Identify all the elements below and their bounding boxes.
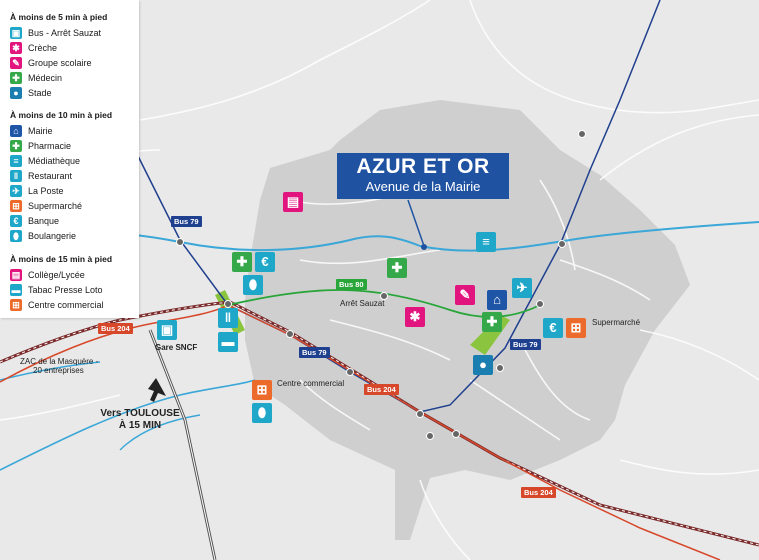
zac-label: ZAC de la Masquère - bbox=[20, 357, 99, 366]
legend-section-15min: À moins de 15 min à pied bbox=[10, 254, 113, 264]
residence-name: AZUR ET OR bbox=[356, 155, 490, 178]
legend-section-10min: À moins de 10 min à pied bbox=[10, 110, 113, 120]
bus-stop bbox=[558, 240, 566, 248]
bus-stop bbox=[286, 330, 294, 338]
bus-icon: ▣ bbox=[10, 27, 22, 39]
bus-stop bbox=[380, 292, 388, 300]
cutlery-icon: ǁ bbox=[218, 308, 238, 328]
bread-icon: ⬮ bbox=[252, 403, 272, 423]
gare-sncf-label: Gare SNCF bbox=[155, 343, 198, 352]
bus-stops bbox=[176, 130, 586, 440]
euro-icon: € bbox=[10, 215, 22, 227]
bread-icon: ⬮ bbox=[10, 230, 22, 242]
pharmacy-cross-icon: ✚ bbox=[232, 252, 252, 272]
legend: À moins de 5 min à pied ▣ Bus - Arrêt Sa… bbox=[0, 0, 139, 318]
cart-icon: ⊞ bbox=[252, 380, 272, 400]
bus79-badge: Bus 79 bbox=[171, 216, 202, 227]
school-bag-icon: ▤ bbox=[10, 269, 22, 281]
ball-icon: ● bbox=[10, 87, 22, 99]
bus79-line bbox=[129, 0, 661, 413]
bus79-badge: Bus 79 bbox=[510, 339, 541, 350]
bus204-badge: Bus 204 bbox=[364, 384, 399, 395]
bus-stop bbox=[578, 130, 586, 138]
bus-stop bbox=[346, 368, 354, 376]
river bbox=[419, 221, 759, 252]
toulouse-label: Vers TOULOUSE À 15 MIN bbox=[100, 408, 180, 431]
legend-item-groupe-scolaire: ✎ Groupe scolaire bbox=[10, 57, 92, 69]
stroller-icon: ✱ bbox=[10, 42, 22, 54]
river bbox=[119, 414, 201, 451]
books-icon: ≡ bbox=[10, 155, 22, 167]
legend-item-tabac: ▬ Tabac Presse Loto bbox=[10, 284, 103, 296]
legend-item-medecin: ✚ Médecin bbox=[10, 72, 62, 84]
river bbox=[0, 361, 101, 381]
river bbox=[0, 379, 256, 471]
legend-item-mediatheque: ≡ Médiathèque bbox=[10, 155, 80, 167]
residence-address: Avenue de la Mairie bbox=[365, 179, 481, 194]
school-bag-icon: ▤ bbox=[283, 192, 303, 212]
town-zone bbox=[245, 100, 690, 540]
bread-icon: ⬮ bbox=[243, 275, 263, 295]
legend-item-college: ▤ Collège/Lycée bbox=[10, 269, 85, 281]
arret-sauzat-label: Arrêt Sauzat bbox=[340, 299, 385, 308]
legend-item-supermarche: ⊞ Supermarché bbox=[10, 200, 82, 212]
pharmacy-cross-icon: ✚ bbox=[10, 140, 22, 152]
legend-item-mairie: ⌂ Mairie bbox=[10, 125, 53, 137]
legend-item-boulangerie: ⬮ Boulangerie bbox=[10, 230, 76, 242]
cart-icon: ⊞ bbox=[566, 318, 586, 338]
bus-stop bbox=[176, 238, 184, 246]
bus-stop bbox=[416, 410, 424, 418]
town-hall-icon: ⌂ bbox=[487, 290, 507, 310]
bus80-badge: Bus 80 bbox=[336, 279, 367, 290]
legend-item-stade: ● Stade bbox=[10, 87, 52, 99]
press-icon: ▬ bbox=[218, 332, 238, 352]
pharmacy-cross-icon: ✚ bbox=[482, 312, 502, 332]
supermarche-label: Supermarché bbox=[592, 318, 641, 327]
zac-label-2: 20 entreprises bbox=[33, 366, 84, 375]
legend-section-5min: À moins de 5 min à pied bbox=[10, 12, 108, 22]
bus204-badge: Bus 204 bbox=[98, 323, 133, 334]
cart-icon: ⊞ bbox=[10, 299, 22, 311]
residence-title-box: AZUR ET OR Avenue de la Mairie bbox=[337, 153, 509, 199]
bus-stop bbox=[452, 430, 460, 438]
bus-stop bbox=[536, 300, 544, 308]
euro-icon: € bbox=[255, 252, 275, 272]
cutlery-icon: ǁ bbox=[10, 170, 22, 182]
bus204-badge: Bus 204 bbox=[521, 487, 556, 498]
euro-icon: € bbox=[543, 318, 563, 338]
train-icon: ▣ bbox=[157, 320, 177, 340]
post-icon: ✈ bbox=[10, 185, 22, 197]
bus-stop bbox=[224, 300, 232, 308]
location-marker bbox=[421, 244, 427, 250]
centre-commercial-label: Centre commercial bbox=[277, 379, 345, 388]
bus79-badge: Bus 79 bbox=[299, 347, 330, 358]
title-pointer bbox=[407, 199, 425, 247]
legend-item-la-poste: ✈ La Poste bbox=[10, 185, 64, 197]
ball-icon: ● bbox=[473, 355, 493, 375]
stethoscope-icon: ✚ bbox=[10, 72, 22, 84]
legend-item-bus: ▣ Bus - Arrêt Sauzat bbox=[10, 27, 102, 39]
stroller-icon: ✱ bbox=[405, 307, 425, 327]
legend-item-centre-commercial: ⊞ Centre commercial bbox=[10, 299, 104, 311]
stethoscope-icon: ✚ bbox=[387, 258, 407, 278]
legend-item-restaurant: ǁ Restaurant bbox=[10, 170, 72, 182]
legend-item-creche: ✱ Crèche bbox=[10, 42, 57, 54]
toulouse-arrow bbox=[148, 378, 166, 402]
bus-stop bbox=[496, 364, 504, 372]
books-icon: ≡ bbox=[476, 232, 496, 252]
bus-stop bbox=[426, 432, 434, 440]
pencil-icon: ✎ bbox=[455, 285, 475, 305]
press-icon: ▬ bbox=[10, 284, 22, 296]
legend-item-banque: € Banque bbox=[10, 215, 59, 227]
town-hall-icon: ⌂ bbox=[10, 125, 22, 137]
legend-item-pharmacie: ✚ Pharmacie bbox=[10, 140, 71, 152]
cart-icon: ⊞ bbox=[10, 200, 22, 212]
pencil-icon: ✎ bbox=[10, 57, 22, 69]
post-icon: ✈ bbox=[512, 278, 532, 298]
highway bbox=[148, 329, 217, 560]
highway bbox=[149, 329, 216, 560]
